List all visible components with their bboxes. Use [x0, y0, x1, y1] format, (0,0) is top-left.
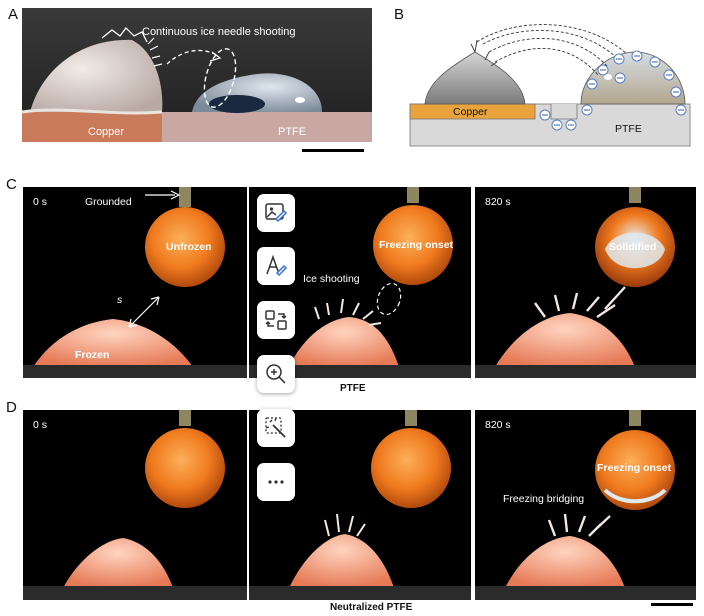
magic-select-icon — [265, 417, 286, 438]
panel-a-copper-label: Copper — [88, 126, 125, 138]
c-frame-3: 820 s Solidified — [475, 187, 696, 378]
panel-label-c: C — [6, 176, 17, 193]
c1-time: 0 s — [33, 196, 48, 208]
more-icon — [268, 480, 284, 484]
c3-drop-label: Solidified — [609, 241, 657, 253]
c-frame-1: 0 s Grounded Unfrozen s Frozen — [23, 187, 247, 378]
toolbar-swap-button[interactable] — [257, 301, 295, 339]
panel-a-title: Continuous ice needle shooting — [142, 26, 296, 38]
d3-drop-label: Freezing onset — [597, 462, 672, 474]
row-c-caption: PTFE — [340, 383, 366, 394]
panel-a-ptfe-label: PTFE — [278, 126, 307, 138]
toolbar-more-button[interactable] — [257, 463, 295, 501]
image-edit-icon — [265, 203, 288, 223]
c1-base-label: Frozen — [75, 349, 110, 361]
scale-bar-d — [651, 603, 693, 606]
d1-time: 0 s — [33, 419, 48, 431]
c1-grounded: Grounded — [85, 196, 132, 208]
d-frame-1: 0 s — [23, 410, 247, 600]
panel-a-photo: Continuous ice needle shooting Copper PT… — [22, 8, 372, 142]
row-d-caption: Neutralized PTFE — [330, 602, 413, 613]
c3-time: 820 s — [485, 196, 511, 208]
panel-label-b: B — [394, 6, 405, 23]
panel-b-ptfe-label: PTFE — [615, 123, 642, 135]
c2-ice-label: Ice shooting — [303, 273, 360, 285]
text-edit-icon — [266, 254, 288, 277]
c2-drop-label: Freezing onset — [379, 239, 454, 251]
toolbar-image-edit-button[interactable] — [257, 194, 295, 232]
d3-time: 820 s — [485, 419, 511, 431]
zoom-in-icon — [266, 364, 286, 384]
d-frame-3: 820 s Freezing onset Freezing bridging — [475, 410, 696, 600]
swap-icon — [265, 310, 287, 330]
c1-s-label: s — [117, 294, 123, 306]
panel-b-schematic: Copper PTFE — [405, 22, 704, 152]
toolbar-magic-select-button[interactable] — [257, 409, 295, 447]
scale-bar-a — [302, 149, 364, 152]
toolbar-zoom-in-button[interactable] — [257, 355, 295, 393]
toolbar-text-edit-button[interactable] — [257, 247, 295, 285]
panel-b-copper-label: Copper — [453, 106, 488, 118]
panel-label-d: D — [6, 399, 17, 416]
d3-bridge-label: Freezing bridging — [503, 493, 585, 505]
c1-drop-label: Unfrozen — [166, 241, 212, 253]
panel-label-a: A — [8, 6, 19, 23]
